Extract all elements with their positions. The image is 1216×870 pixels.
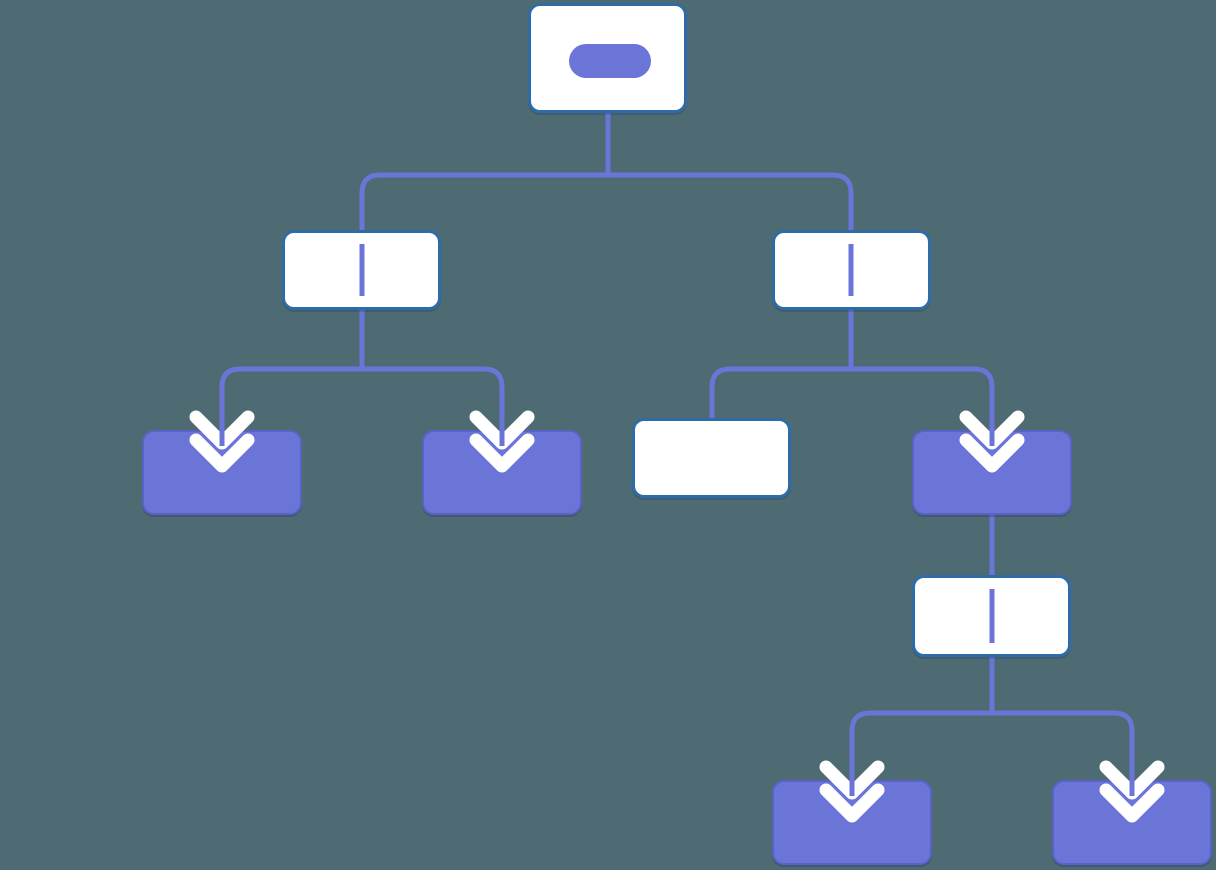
node-bottom-leaf-a[interactable] (772, 780, 932, 865)
edge-left1-to-b (362, 366, 505, 440)
edge-right1-to-b (851, 366, 995, 440)
node-bottom-leaf-b[interactable] (1052, 780, 1212, 865)
edge-r3-to-b (992, 710, 1135, 790)
edge-r3-to-a (849, 710, 992, 790)
edge-left1-to-a (219, 366, 362, 440)
node-right-leaf-white[interactable] (632, 418, 791, 498)
node-left-leaf-a[interactable] (142, 430, 302, 515)
node-right-branch-1[interactable] (772, 230, 931, 310)
root-pill-shape (569, 44, 651, 78)
node-left-leaf-b[interactable] (422, 430, 582, 515)
node-right-branch-3[interactable] (912, 575, 1071, 657)
edge-root-to-left1 (359, 172, 608, 230)
node-root[interactable] (528, 3, 687, 113)
edge-root-to-right1 (608, 172, 854, 230)
node-right-branch-2[interactable] (912, 430, 1072, 515)
node-left-branch-1[interactable] (282, 230, 441, 310)
edge-right1-to-a (709, 366, 851, 418)
